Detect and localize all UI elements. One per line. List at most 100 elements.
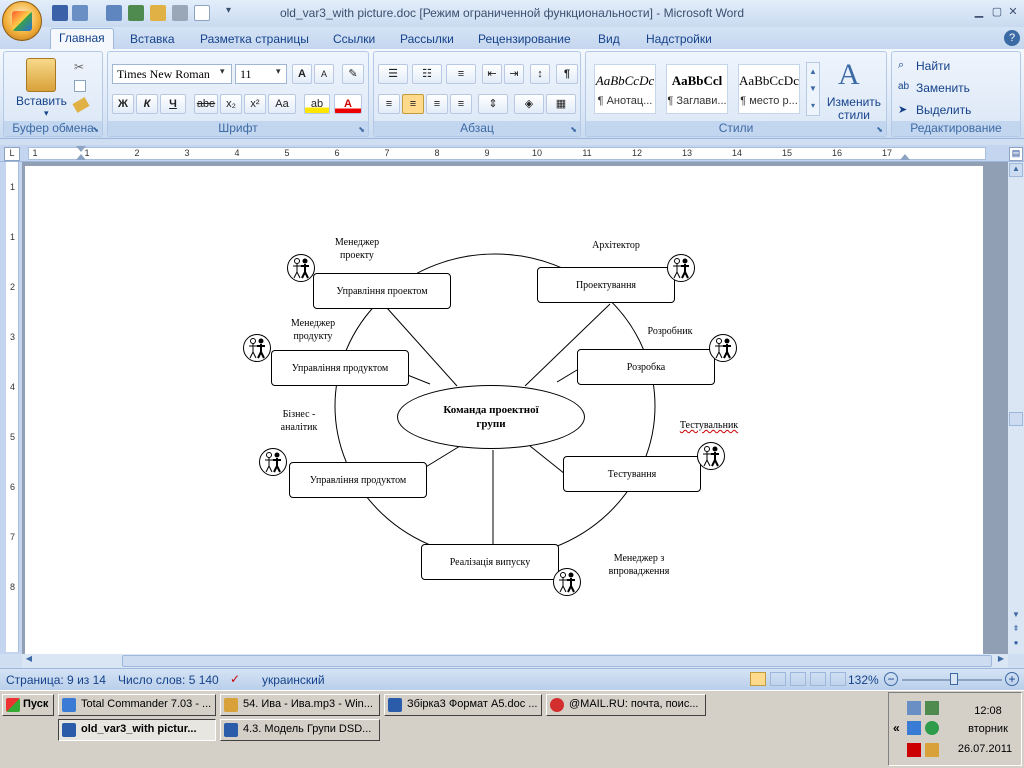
underline-button[interactable]: Ч bbox=[160, 94, 186, 114]
qat-customize-icon[interactable]: ▾ bbox=[226, 5, 232, 16]
italic-button[interactable]: К bbox=[136, 94, 158, 114]
horizontal-scroll-thumb[interactable] bbox=[122, 655, 992, 667]
change-styles-icon[interactable]: A bbox=[838, 58, 860, 91]
justify-icon[interactable]: ≡ bbox=[450, 94, 472, 114]
bold-button[interactable]: Ж bbox=[112, 94, 134, 114]
tab-insert[interactable]: Вставка bbox=[130, 32, 175, 46]
multilevel-list-icon[interactable]: ≡ bbox=[446, 64, 476, 84]
paste-icon[interactable] bbox=[26, 58, 56, 92]
shrink-font-button[interactable]: A bbox=[314, 64, 334, 84]
strikethrough-button[interactable]: abe bbox=[194, 94, 218, 114]
document-page[interactable]: Команда проектної групи Управління проек… bbox=[25, 166, 983, 654]
previous-page-icon[interactable]: ⇞ bbox=[1012, 624, 1020, 633]
redo-icon[interactable] bbox=[106, 5, 122, 21]
tab-page-layout[interactable]: Разметка страницы bbox=[200, 32, 309, 46]
full-screen-reading-icon[interactable] bbox=[770, 672, 786, 686]
select-button[interactable]: Выделить bbox=[916, 103, 972, 117]
dialog-launcher-icon[interactable]: ⬊ bbox=[358, 125, 365, 134]
outline-view-icon[interactable] bbox=[810, 672, 826, 686]
maximize-icon[interactable]: ▢ bbox=[991, 6, 1003, 18]
printer-icon[interactable] bbox=[907, 701, 921, 715]
taskbar-word-active[interactable]: old_var3_with pictur... bbox=[58, 719, 216, 741]
horizontal-scrollbar[interactable]: ◀ ▶ bbox=[22, 654, 1008, 668]
antivirus-icon[interactable] bbox=[907, 743, 921, 757]
vertical-ruler-strip[interactable] bbox=[6, 162, 19, 652]
show-formatting-button[interactable]: ¶ bbox=[556, 64, 578, 84]
font-name-field[interactable]: Times New Roman bbox=[112, 64, 232, 84]
superscript-button[interactable]: x² bbox=[244, 94, 266, 114]
page-count[interactable]: Страница: 9 из 14 bbox=[6, 673, 106, 687]
scroll-thumb[interactable] bbox=[1009, 412, 1023, 426]
scroll-right-icon[interactable]: ▶ bbox=[997, 654, 1005, 663]
open-folder-icon[interactable] bbox=[150, 5, 166, 21]
dialog-launcher-icon[interactable]: ⬊ bbox=[876, 125, 883, 134]
format-painter-icon[interactable] bbox=[72, 97, 90, 113]
paste-dropdown-icon[interactable]: ▾ bbox=[44, 108, 49, 118]
font-size-dropdown-icon[interactable]: ▾ bbox=[276, 66, 281, 76]
tab-addins[interactable]: Надстройки bbox=[646, 32, 712, 46]
tab-mailings[interactable]: Рассылки bbox=[400, 32, 454, 46]
taskbar-total-commander[interactable]: Total Commander 7.03 - ... bbox=[58, 694, 216, 716]
cut-icon[interactable]: ✂ bbox=[74, 60, 85, 74]
style-place[interactable]: AaBbCcDc ¶ место р... bbox=[738, 64, 800, 114]
font-size-field[interactable]: 11 bbox=[235, 64, 287, 84]
tray-expand-icon[interactable]: « bbox=[893, 721, 900, 735]
font-name-dropdown-icon[interactable]: ▾ bbox=[220, 66, 225, 76]
tab-review[interactable]: Рецензирование bbox=[478, 32, 571, 46]
view-ruler-icon[interactable]: ▤ bbox=[1009, 147, 1023, 161]
zoom-slider-thumb[interactable] bbox=[950, 673, 958, 685]
scroll-down-icon[interactable]: ▼ bbox=[1012, 610, 1020, 619]
close-icon[interactable]: ✕ bbox=[1008, 6, 1018, 18]
paste-button[interactable]: Вставить bbox=[16, 94, 67, 108]
highlight-color-icon[interactable]: ab bbox=[304, 94, 330, 114]
align-center-icon[interactable]: ≡ bbox=[402, 94, 424, 114]
language-indicator[interactable]: украинский bbox=[262, 673, 325, 687]
change-case-button[interactable]: Aa bbox=[268, 94, 296, 114]
draft-view-icon[interactable] bbox=[830, 672, 846, 686]
scroll-up-icon[interactable]: ▲ bbox=[1009, 163, 1023, 177]
taskbar-word-model[interactable]: 4.3. Модель Групи DSD... bbox=[220, 719, 380, 741]
style-heading[interactable]: AaBbCcl ¶ Заглави... bbox=[666, 64, 728, 114]
clear-formatting-icon[interactable]: ✎ bbox=[342, 64, 364, 84]
tab-home[interactable]: Главная bbox=[50, 28, 114, 49]
copy-icon[interactable] bbox=[74, 80, 86, 92]
borders-icon[interactable]: ▦ bbox=[546, 94, 576, 114]
bullets-icon[interactable]: ☰ bbox=[378, 64, 408, 84]
print-layout-view-icon[interactable] bbox=[750, 672, 766, 686]
font-color-icon[interactable]: A bbox=[334, 94, 362, 114]
new-document-icon[interactable] bbox=[128, 5, 144, 21]
first-line-indent-icon[interactable] bbox=[76, 146, 86, 152]
volume-icon[interactable] bbox=[925, 743, 939, 757]
subscript-button[interactable]: x₂ bbox=[220, 94, 242, 114]
web-layout-icon[interactable] bbox=[790, 672, 806, 686]
right-indent-icon[interactable] bbox=[900, 154, 910, 160]
increase-indent-icon[interactable]: ⇥ bbox=[504, 64, 524, 84]
styles-scroll-icon[interactable]: ▲▼▾ bbox=[806, 62, 820, 116]
undo-icon[interactable] bbox=[72, 5, 88, 21]
office-button[interactable] bbox=[2, 1, 42, 41]
grow-font-button[interactable]: A bbox=[292, 64, 312, 84]
align-left-icon[interactable]: ≡ bbox=[378, 94, 400, 114]
help-icon[interactable]: ? bbox=[1004, 30, 1020, 46]
proofing-icon[interactable]: ✓ bbox=[230, 672, 241, 686]
vertical-scrollbar[interactable]: ▲ ▼ ⇞ ● bbox=[1008, 162, 1024, 654]
numbering-icon[interactable]: ☷ bbox=[412, 64, 442, 84]
taskbar-word-zbirka[interactable]: Збірка3 Формат А5.doc ... bbox=[384, 694, 542, 716]
taskbar-opera[interactable]: @MAIL.RU: почта, поис... bbox=[546, 694, 706, 716]
line-spacing-icon[interactable]: ⇕ bbox=[478, 94, 508, 114]
torrent-icon[interactable] bbox=[925, 721, 939, 735]
blank-page-icon[interactable] bbox=[194, 5, 210, 21]
zoom-out-icon[interactable]: − bbox=[884, 672, 898, 686]
tab-references[interactable]: Ссылки bbox=[333, 32, 376, 46]
replace-button[interactable]: Заменить bbox=[916, 81, 970, 95]
start-button[interactable]: Пуск bbox=[2, 694, 54, 716]
style-annotation[interactable]: AaBbCcDc ¶ Анотац... bbox=[594, 64, 656, 114]
shading-icon[interactable]: ◈ bbox=[514, 94, 544, 114]
word-count[interactable]: Число слов: 5 140 bbox=[118, 673, 219, 687]
browse-object-icon[interactable]: ● bbox=[1013, 638, 1019, 647]
clock-time[interactable]: 12:08 bbox=[974, 705, 1002, 717]
change-styles-button[interactable]: Изменить стили bbox=[826, 95, 882, 122]
align-right-icon[interactable]: ≡ bbox=[426, 94, 448, 114]
print-preview-icon[interactable] bbox=[172, 5, 188, 21]
tab-view[interactable]: Вид bbox=[598, 32, 620, 46]
